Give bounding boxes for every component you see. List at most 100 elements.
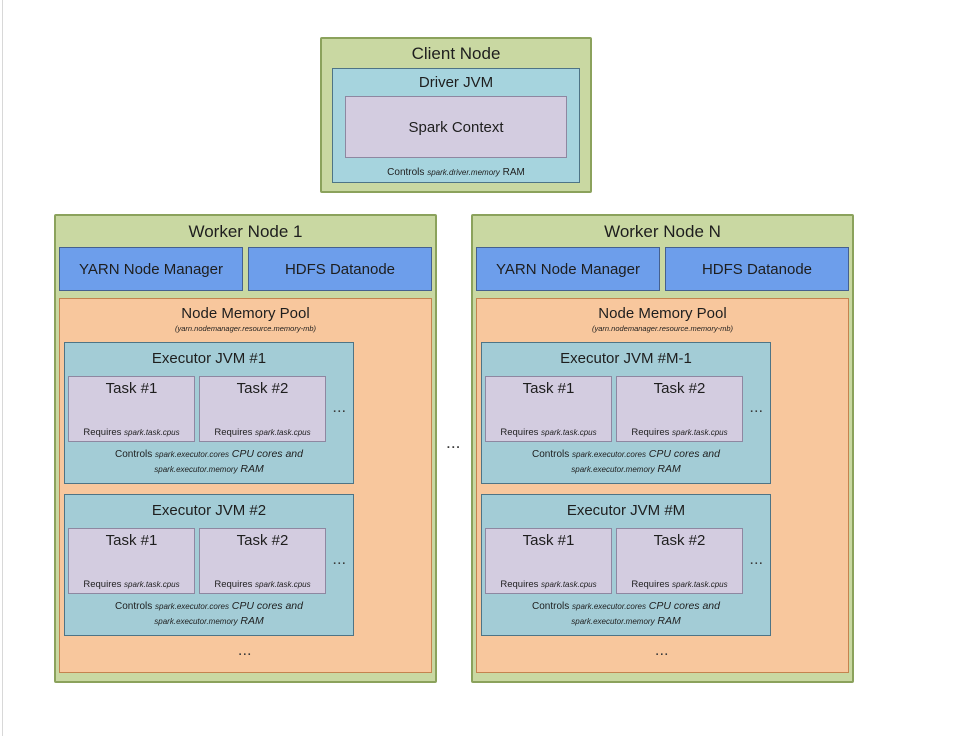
tasks-row: Task #1 Requires spark.task.cpus Task #2… <box>68 528 350 594</box>
controls-prefix: Controls <box>532 601 570 612</box>
requires-prefix: Requires <box>500 427 539 438</box>
controls-suffix: RAM <box>240 615 264 627</box>
executor-jvm: Executor JVM #M Task #1 Requires spark.t… <box>481 494 771 636</box>
driver-jvm: Driver JVM Spark Context Controls spark.… <box>332 68 580 183</box>
controls-mid: CPU cores and <box>231 600 303 612</box>
requires-prefix: Requires <box>214 427 253 438</box>
requires-param: spark.task.cpus <box>541 580 597 589</box>
requires-param: spark.task.cpus <box>672 580 728 589</box>
task-title: Task #2 <box>653 532 706 549</box>
controls-param-cores: spark.executor.cores <box>572 450 646 459</box>
requires-param: spark.task.cpus <box>255 580 311 589</box>
executor-jvm: Executor JVM #M-1 Task #1 Requires spark… <box>481 342 771 484</box>
yarn-node-manager-label: YARN Node Manager <box>79 260 223 278</box>
executor-title: Executor JVM #2 <box>151 502 267 519</box>
controls-param-memory: spark.executor.memory <box>571 617 655 626</box>
controls-suffix: RAM <box>240 463 264 475</box>
more-executors-ellipsis: ... <box>238 646 253 658</box>
executor-jvm: Executor JVM #1 Task #1 Requires spark.t… <box>64 342 354 484</box>
task-requires-note: Requires spark.task.cpus <box>500 427 596 438</box>
controls-param-cores: spark.executor.cores <box>155 602 229 611</box>
memory-pool-title: Node Memory Pool <box>598 305 727 322</box>
requires-param: spark.task.cpus <box>255 428 311 437</box>
controls-suffix: RAM <box>502 167 525 178</box>
tasks-row: Task #1 Requires spark.task.cpus Task #2… <box>485 528 767 594</box>
driver-jvm-title: Driver JVM <box>418 74 494 91</box>
executor-controls-note: Controls spark.executor.cores CPU cores … <box>68 599 350 629</box>
requires-param: spark.task.cpus <box>672 428 728 437</box>
executor-controls-line2: spark.executor.memory RAM <box>485 614 767 629</box>
task-requires-note: Requires spark.task.cpus <box>214 427 310 438</box>
controls-param-memory: spark.executor.memory <box>154 465 238 474</box>
yarn-node-manager-label: YARN Node Manager <box>496 260 640 278</box>
task-title: Task #2 <box>653 380 706 397</box>
requires-prefix: Requires <box>83 579 122 590</box>
driver-controls-note: Controls spark.driver.memory RAM <box>345 167 567 178</box>
hdfs-datanode-label: HDFS Datanode <box>701 260 813 278</box>
hdfs-datanode: HDFS Datanode <box>248 247 432 291</box>
task: Task #2 Requires spark.task.cpus <box>199 528 326 594</box>
controls-param-memory: spark.executor.memory <box>154 617 238 626</box>
requires-prefix: Requires <box>83 427 122 438</box>
task-requires-note: Requires spark.task.cpus <box>500 579 596 590</box>
controls-mid: CPU cores and <box>648 600 720 612</box>
client-node-title: Client Node <box>411 44 501 63</box>
requires-param: spark.task.cpus <box>124 428 180 437</box>
task-requires-note: Requires spark.task.cpus <box>83 427 179 438</box>
more-tasks-ellipsis: ... <box>750 403 764 415</box>
hdfs-datanode-label: HDFS Datanode <box>284 260 396 278</box>
task: Task #1 Requires spark.task.cpus <box>485 376 612 442</box>
controls-mid: CPU cores and <box>648 448 720 460</box>
more-tasks-ellipsis: ... <box>750 555 764 567</box>
more-workers-ellipsis: ... <box>446 437 462 451</box>
controls-prefix: Controls <box>115 449 153 460</box>
task: Task #2 Requires spark.task.cpus <box>199 376 326 442</box>
tasks-row: Task #1 Requires spark.task.cpus Task #2… <box>68 376 350 442</box>
yarn-node-manager: YARN Node Manager <box>59 247 243 291</box>
executor-controls-line2: spark.executor.memory RAM <box>485 462 767 477</box>
executor-controls-line1: Controls spark.executor.cores CPU cores … <box>485 599 767 614</box>
worker-node-title: Worker Node N <box>604 222 721 241</box>
client-node: Client Node Driver JVM Spark Context Con… <box>320 37 592 193</box>
controls-mid: CPU cores and <box>231 448 303 460</box>
worker-node-title: Worker Node 1 <box>188 222 303 241</box>
task-title: Task #1 <box>522 380 575 397</box>
executor-controls-line1: Controls spark.executor.cores CPU cores … <box>68 599 350 614</box>
more-tasks-ellipsis: ... <box>333 555 347 567</box>
controls-suffix: RAM <box>657 463 681 475</box>
task-requires-note: Requires spark.task.cpus <box>631 579 727 590</box>
controls-prefix: Controls <box>532 449 570 460</box>
task: Task #2 Requires spark.task.cpus <box>616 528 743 594</box>
executor-controls-note: Controls spark.executor.cores CPU cores … <box>485 599 767 629</box>
worker-node-n: Worker Node N YARN Node Manager HDFS Dat… <box>471 214 854 683</box>
memory-pool-title: Node Memory Pool <box>181 305 310 322</box>
task: Task #1 Requires spark.task.cpus <box>68 376 195 442</box>
hdfs-datanode: HDFS Datanode <box>665 247 849 291</box>
more-executors-ellipsis: ... <box>655 646 670 658</box>
page-edge-line <box>2 0 3 736</box>
services-row: YARN Node Manager HDFS Datanode <box>476 247 849 291</box>
services-row: YARN Node Manager HDFS Datanode <box>59 247 432 291</box>
spark-context: Spark Context <box>345 96 567 158</box>
memory-pool-subtitle: (yarn.nodemanager.resource.memory-mb) <box>591 324 734 333</box>
executor-controls-line1: Controls spark.executor.cores CPU cores … <box>68 447 350 462</box>
requires-prefix: Requires <box>631 579 670 590</box>
node-memory-pool: Node Memory Pool (yarn.nodemanager.resou… <box>476 298 849 673</box>
requires-prefix: Requires <box>214 579 253 590</box>
requires-param: spark.task.cpus <box>124 580 180 589</box>
task-title: Task #2 <box>236 380 289 397</box>
executor-controls-line1: Controls spark.executor.cores CPU cores … <box>485 447 767 462</box>
executor-controls-line2: spark.executor.memory RAM <box>68 614 350 629</box>
executor-controls-line2: spark.executor.memory RAM <box>68 462 350 477</box>
more-tasks-ellipsis: ... <box>333 403 347 415</box>
requires-param: spark.task.cpus <box>541 428 597 437</box>
requires-prefix: Requires <box>631 427 670 438</box>
controls-param-memory: spark.executor.memory <box>571 465 655 474</box>
task-title: Task #1 <box>105 532 158 549</box>
task-requires-note: Requires spark.task.cpus <box>631 427 727 438</box>
memory-pool-subtitle: (yarn.nodemanager.resource.memory-mb) <box>174 324 317 333</box>
controls-prefix: Controls <box>387 167 425 178</box>
worker-node-1: Worker Node 1 YARN Node Manager HDFS Dat… <box>54 214 437 683</box>
node-memory-pool: Node Memory Pool (yarn.nodemanager.resou… <box>59 298 432 673</box>
yarn-node-manager: YARN Node Manager <box>476 247 660 291</box>
